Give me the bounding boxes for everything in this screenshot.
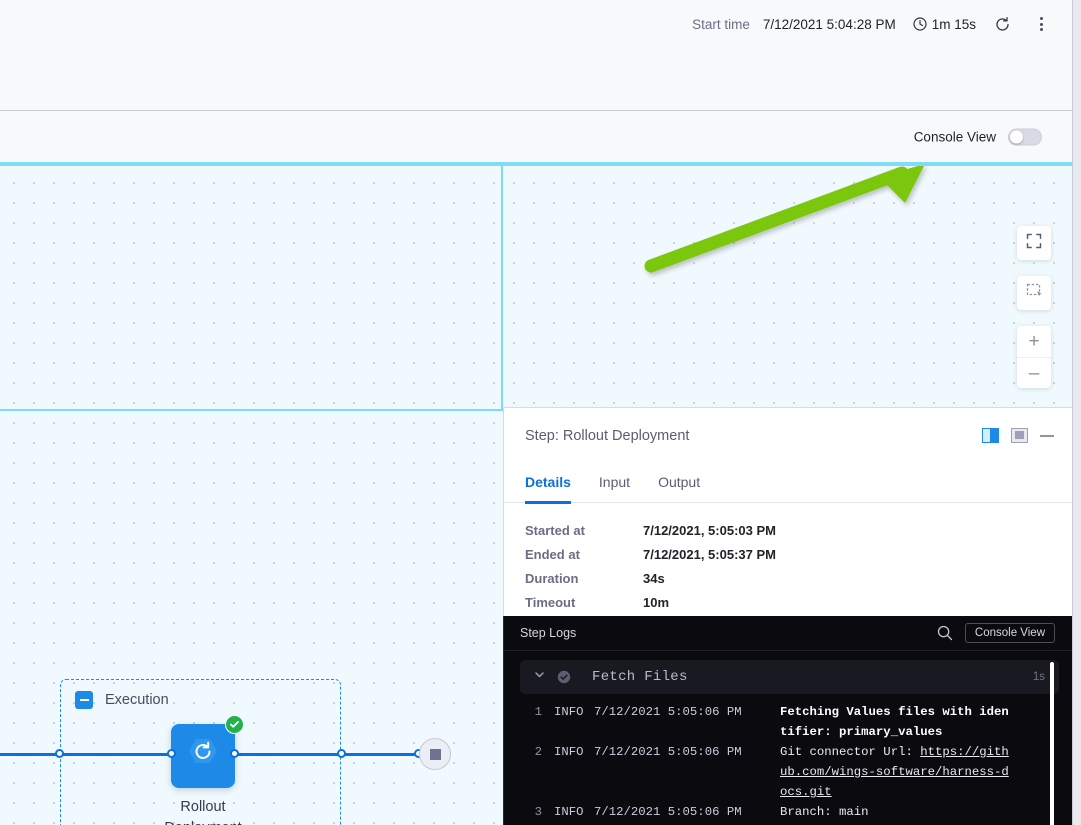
step-details-table: Started at 7/12/2021, 5:05:03 PM Ended a…: [525, 523, 776, 619]
clock-icon: [913, 17, 927, 31]
start-time-value: 7/12/2021 5:04:28 PM: [763, 17, 896, 32]
log-section-duration: 1s: [1033, 671, 1045, 683]
group-port-out[interactable]: [337, 749, 346, 758]
console-view-bar: Console View: [0, 111, 1072, 162]
minimize-icon[interactable]: [1040, 435, 1054, 437]
zoom-out-button[interactable]: –: [1017, 357, 1051, 388]
execution-graph: Execution: [0, 411, 501, 825]
table-row: Started at 7/12/2021, 5:05:03 PM: [525, 523, 776, 547]
selection-box-icon: [1026, 282, 1043, 304]
execution-group-header: Execution: [75, 691, 169, 709]
chevron-down-icon[interactable]: [533, 668, 547, 686]
duration-value: 1m 15s: [932, 17, 976, 32]
log-line-level: INFO: [542, 702, 594, 742]
console-view-toggle[interactable]: [1008, 128, 1042, 145]
fullscreen-button[interactable]: [1017, 226, 1051, 260]
detail-key: Duration: [525, 571, 643, 595]
full-view-icon[interactable]: [1011, 428, 1028, 443]
split-view-icon[interactable]: [982, 428, 999, 443]
log-line: 2 INFO 7/12/2021 5:05:06 PM Git connecto…: [520, 742, 1072, 802]
step-logs-title: Step Logs: [520, 626, 936, 640]
right-rail: [1072, 0, 1081, 825]
check-circle-icon: [225, 715, 244, 734]
tab-details[interactable]: Details: [525, 463, 585, 503]
log-line-level: INFO: [542, 742, 594, 802]
selection-box-button[interactable]: [1017, 276, 1051, 310]
execution-group-title: Execution: [105, 692, 169, 708]
step-logs-panel: Step Logs Console View Fetch Files 1s 1 …: [503, 616, 1072, 825]
log-line-number: 1: [520, 702, 542, 742]
duration-group: 1m 15s: [913, 17, 976, 32]
step-label-line1: Rollout: [143, 797, 263, 818]
logs-scrollbar[interactable]: [1050, 662, 1054, 825]
log-section-name: Fetch Files: [592, 669, 1033, 685]
kebab-menu-icon[interactable]: [1028, 11, 1054, 37]
log-message-prefix: Git connector Url:: [780, 745, 920, 759]
log-line-time: 7/12/2021 5:05:06 PM: [594, 702, 780, 742]
logs-console-view-button[interactable]: Console View: [965, 623, 1055, 643]
console-view-control[interactable]: Console View: [914, 128, 1042, 145]
top-header: Start time 7/12/2021 5:04:28 PM 1m 15s: [0, 0, 1072, 111]
zoom-in-button[interactable]: +: [1017, 326, 1051, 357]
step-logs-header: Step Logs Console View: [504, 616, 1072, 651]
detail-value: 7/12/2021, 5:05:37 PM: [643, 547, 776, 571]
detail-key: Started at: [525, 523, 643, 547]
stop-square-icon: [430, 749, 441, 760]
search-icon[interactable]: [936, 624, 954, 642]
tab-output[interactable]: Output: [644, 463, 714, 503]
log-line-level: INFO: [542, 802, 594, 822]
detail-panel-body: Started at 7/12/2021, 5:05:03 PM Ended a…: [504, 503, 1072, 619]
console-view-label: Console View: [914, 129, 996, 144]
step-node-rollout-deployment[interactable]: [171, 724, 235, 788]
canvas-vertical-divider: [501, 166, 503, 409]
tab-input[interactable]: Input: [585, 463, 644, 503]
toggle-knob: [1010, 130, 1023, 143]
end-node[interactable]: [419, 738, 451, 770]
rollout-deployment-icon: [183, 735, 223, 778]
log-line-time: 7/12/2021 5:05:06 PM: [594, 802, 780, 822]
refresh-icon[interactable]: [989, 11, 1015, 37]
annotation-arrow: [0, 162, 1072, 302]
check-circle-icon: [557, 670, 571, 684]
log-line-message: Fetching Values files with identifier: p…: [780, 702, 1012, 742]
fullscreen-icon: [1026, 233, 1042, 254]
detail-panel-tabs: Details Input Output: [504, 463, 1072, 503]
detail-value: 7/12/2021, 5:05:03 PM: [643, 523, 776, 547]
minus-box-icon[interactable]: [75, 691, 93, 709]
step-node-label: Rollout Deployment: [143, 797, 263, 825]
group-port-in[interactable]: [55, 749, 64, 758]
node-port-out[interactable]: [230, 749, 239, 758]
detail-panel-actions: [982, 428, 1054, 443]
detail-panel-title: Step: Rollout Deployment: [525, 428, 982, 444]
start-time-label: Start time: [692, 17, 750, 32]
log-section-fetch-files[interactable]: Fetch Files 1s: [520, 660, 1059, 694]
log-line-number: 2: [520, 742, 542, 802]
node-port-in[interactable]: [167, 749, 176, 758]
log-line: 3 INFO 7/12/2021 5:05:06 PM Branch: main: [520, 802, 1072, 822]
detail-key: Ended at: [525, 547, 643, 571]
table-row: Ended at 7/12/2021, 5:05:37 PM: [525, 547, 776, 571]
canvas-controls: + –: [1017, 226, 1051, 388]
log-line: 1 INFO 7/12/2021 5:05:06 PM Fetching Val…: [520, 702, 1072, 742]
log-line-number: 3: [520, 802, 542, 822]
log-line-message: Branch: main: [780, 802, 1012, 822]
table-row: Duration 34s: [525, 571, 776, 595]
detail-panel-header: Step: Rollout Deployment: [504, 408, 1072, 463]
execution-meta: Start time 7/12/2021 5:04:28 PM 1m 15s: [692, 10, 1054, 38]
detail-value: 34s: [643, 571, 776, 595]
zoom-controls: + –: [1017, 326, 1051, 388]
step-label-line2: Deployment: [143, 818, 263, 825]
log-line-message: Git connector Url: https://github.com/wi…: [780, 742, 1012, 802]
log-line-time: 7/12/2021 5:05:06 PM: [594, 742, 780, 802]
log-lines[interactable]: 1 INFO 7/12/2021 5:05:06 PM Fetching Val…: [504, 702, 1072, 822]
